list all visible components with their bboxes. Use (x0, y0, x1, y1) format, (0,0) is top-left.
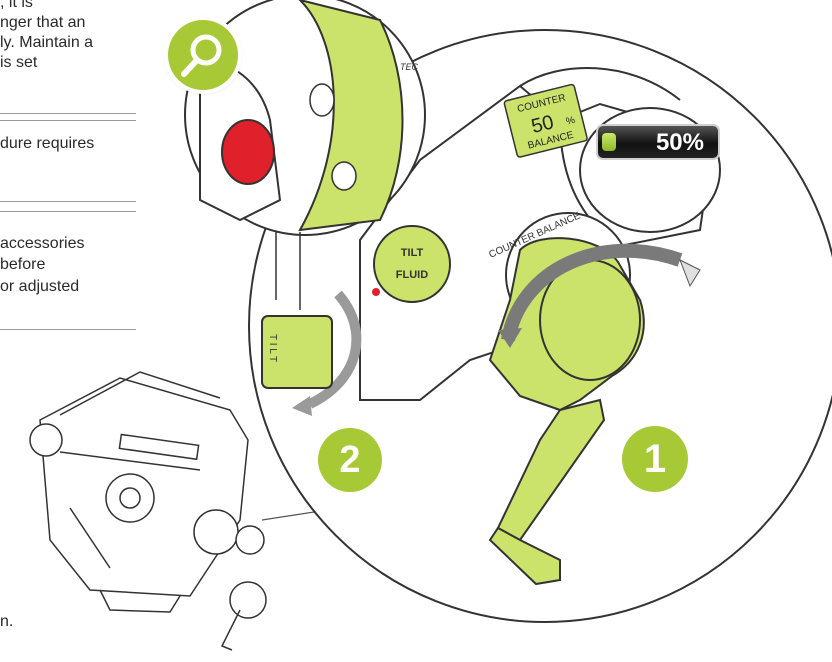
divider-4 (0, 211, 136, 212)
text-line-3: ly. Maintain a (0, 34, 94, 51)
dial-label-top: TILT (401, 247, 424, 259)
step-1-badge: 1 (622, 426, 688, 492)
crank-handle (488, 237, 645, 586)
divider-2 (0, 120, 136, 121)
text-line-4: is set (0, 54, 38, 71)
text-line-8: or adjusted (0, 278, 80, 295)
tilt-dial (373, 225, 451, 303)
dial-label-bottom: FLUID (396, 269, 428, 281)
counter-unit: % (565, 115, 576, 128)
text-line-1: , it is (0, 0, 33, 11)
fluid-head-overview (29, 371, 267, 651)
progress-fill (602, 133, 616, 151)
text-line-2: nger that an (0, 14, 86, 31)
text-line-5: dure requires (0, 135, 95, 152)
divider-1 (0, 113, 136, 114)
step-2-badge: 2 (318, 428, 382, 492)
text-line-7: before (0, 256, 46, 273)
magnifier-button[interactable] (168, 20, 238, 90)
counter-value: 50 (529, 111, 556, 138)
progress-badge: 50% (596, 124, 720, 160)
magnifier-icon (181, 34, 222, 77)
red-knob (221, 119, 275, 185)
divider-3 (0, 201, 136, 202)
progress-label: 50% (655, 129, 704, 156)
tilt-lever (261, 315, 333, 389)
text-line-9: n. (0, 613, 14, 630)
text-line-6: accessories (0, 235, 85, 252)
brand-fragment: TEC (400, 62, 419, 72)
divider-5 (0, 329, 136, 330)
rotate-arrow-1 (501, 243, 683, 342)
rotate-arrow-2 (307, 290, 362, 409)
counter-display: COUNTER 50 % BALANCE (503, 83, 588, 158)
side-label: T I L T (267, 334, 278, 362)
